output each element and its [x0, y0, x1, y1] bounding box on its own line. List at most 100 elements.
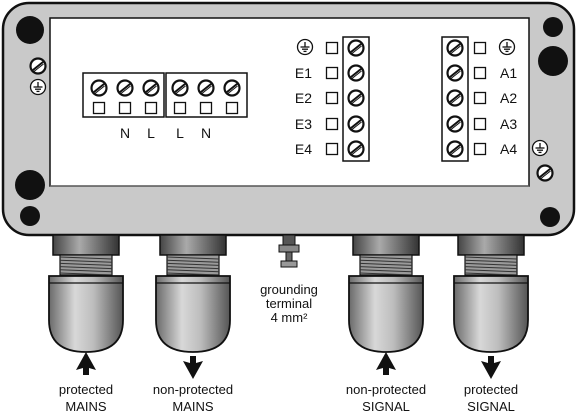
thread-line	[464, 262, 518, 266]
earth-screw-left[interactable]	[29, 57, 47, 75]
e-screw[interactable]	[347, 64, 365, 82]
label-e1: E1	[295, 65, 312, 81]
label-a4: A4	[500, 141, 517, 157]
gland-label-line2: MAINS	[172, 399, 214, 414]
gland-cap	[155, 275, 231, 353]
gland-labels: protectedMAINSnon-protectedMAINSnon-prot…	[59, 382, 518, 414]
mains-screw[interactable]	[116, 79, 134, 97]
cable-gland	[453, 234, 529, 379]
mains-screw[interactable]	[142, 79, 160, 97]
e-cell	[325, 142, 339, 156]
thread-line	[59, 259, 113, 263]
mains-terminal-block: N L L N	[82, 72, 248, 141]
thread-line	[166, 272, 220, 276]
ground-icon	[531, 139, 549, 157]
mains-screw[interactable]	[223, 79, 241, 97]
signal-block-e: E1 E2 E3 E4	[295, 36, 370, 162]
a-cell	[473, 41, 487, 55]
thread-line	[59, 272, 113, 276]
thread-line	[464, 259, 518, 263]
thread-line	[464, 272, 518, 276]
thread-line	[59, 256, 113, 260]
earth-screw-right[interactable]	[536, 164, 554, 182]
mains-cell	[118, 101, 132, 115]
thread-line	[166, 262, 220, 266]
arrow-up-icon	[76, 352, 96, 375]
thread-line	[359, 262, 413, 266]
mains-screw[interactable]	[171, 79, 189, 97]
a-screw[interactable]	[446, 115, 464, 133]
thread-line	[359, 272, 413, 276]
gland-label-line1: non-protected	[153, 382, 233, 397]
thread-line	[359, 269, 413, 273]
e-cell	[325, 91, 339, 105]
corner-holes	[15, 16, 568, 227]
thread-line	[166, 256, 220, 260]
grounding-label-line2: terminal	[266, 296, 312, 311]
gland-cap	[348, 275, 424, 353]
e-screw[interactable]	[347, 115, 365, 133]
a-screw[interactable]	[446, 140, 464, 158]
mains-label-l-left: L	[147, 125, 155, 141]
ground-icon	[29, 78, 47, 96]
thread-line	[464, 266, 518, 270]
thread-line	[359, 256, 413, 260]
gland-label-line2: SIGNAL	[362, 399, 410, 414]
signal-block-a: A1 A2 A3 A4	[441, 36, 517, 162]
label-e4: E4	[295, 141, 312, 157]
thread-line	[59, 266, 113, 270]
thread-line	[166, 259, 220, 263]
gland-cap	[453, 275, 529, 353]
arrow-down-icon	[481, 356, 501, 379]
enclosure	[1, 1, 576, 237]
e-cell	[325, 66, 339, 80]
a-cell	[473, 117, 487, 131]
ground-icon	[498, 38, 516, 56]
gland-cap	[48, 275, 124, 353]
mains-cell	[225, 101, 239, 115]
mains-screw[interactable]	[90, 79, 108, 97]
mains-label-l-right: L	[176, 125, 184, 141]
thread-line	[464, 269, 518, 273]
e-screw[interactable]	[347, 39, 365, 57]
a-screw[interactable]	[446, 64, 464, 82]
cable-glands	[48, 234, 529, 379]
ground-icon	[296, 38, 314, 56]
e-screw[interactable]	[347, 89, 365, 107]
cable-gland	[348, 234, 424, 375]
thread-line	[166, 269, 220, 273]
cable-gland	[48, 234, 124, 375]
label-a3: A3	[500, 116, 517, 132]
label-a2: A2	[500, 90, 517, 106]
e-cell	[325, 41, 339, 55]
gland-nut	[457, 234, 525, 256]
thread-line	[464, 256, 518, 260]
gland-label-line2: MAINS	[65, 399, 107, 414]
grounding-terminal: grounding terminal 4 mm²	[260, 234, 318, 325]
gland-nut	[159, 234, 227, 256]
a-cell	[473, 66, 487, 80]
thread-line	[59, 262, 113, 266]
mains-label-n-left: N	[120, 125, 130, 141]
mains-label-n-right: N	[201, 125, 211, 141]
mains-screw[interactable]	[197, 79, 215, 97]
mains-cell	[144, 101, 158, 115]
mains-cell	[199, 101, 213, 115]
cable-gland	[155, 234, 231, 379]
grounding-label-line1: grounding	[260, 282, 318, 297]
thread-line	[59, 269, 113, 273]
gland-label-line1: protected	[464, 382, 518, 397]
a-screw[interactable]	[446, 39, 464, 57]
gland-label-line2: SIGNAL	[467, 399, 515, 414]
thread-line	[359, 266, 413, 270]
a-cell	[473, 142, 487, 156]
label-e3: E3	[295, 116, 312, 132]
e-screw[interactable]	[347, 140, 365, 158]
a-screw[interactable]	[446, 89, 464, 107]
gland-nut	[352, 234, 420, 256]
thread-line	[166, 266, 220, 270]
label-a1: A1	[500, 65, 517, 81]
label-e2: E2	[295, 90, 312, 106]
thread-line	[359, 259, 413, 263]
